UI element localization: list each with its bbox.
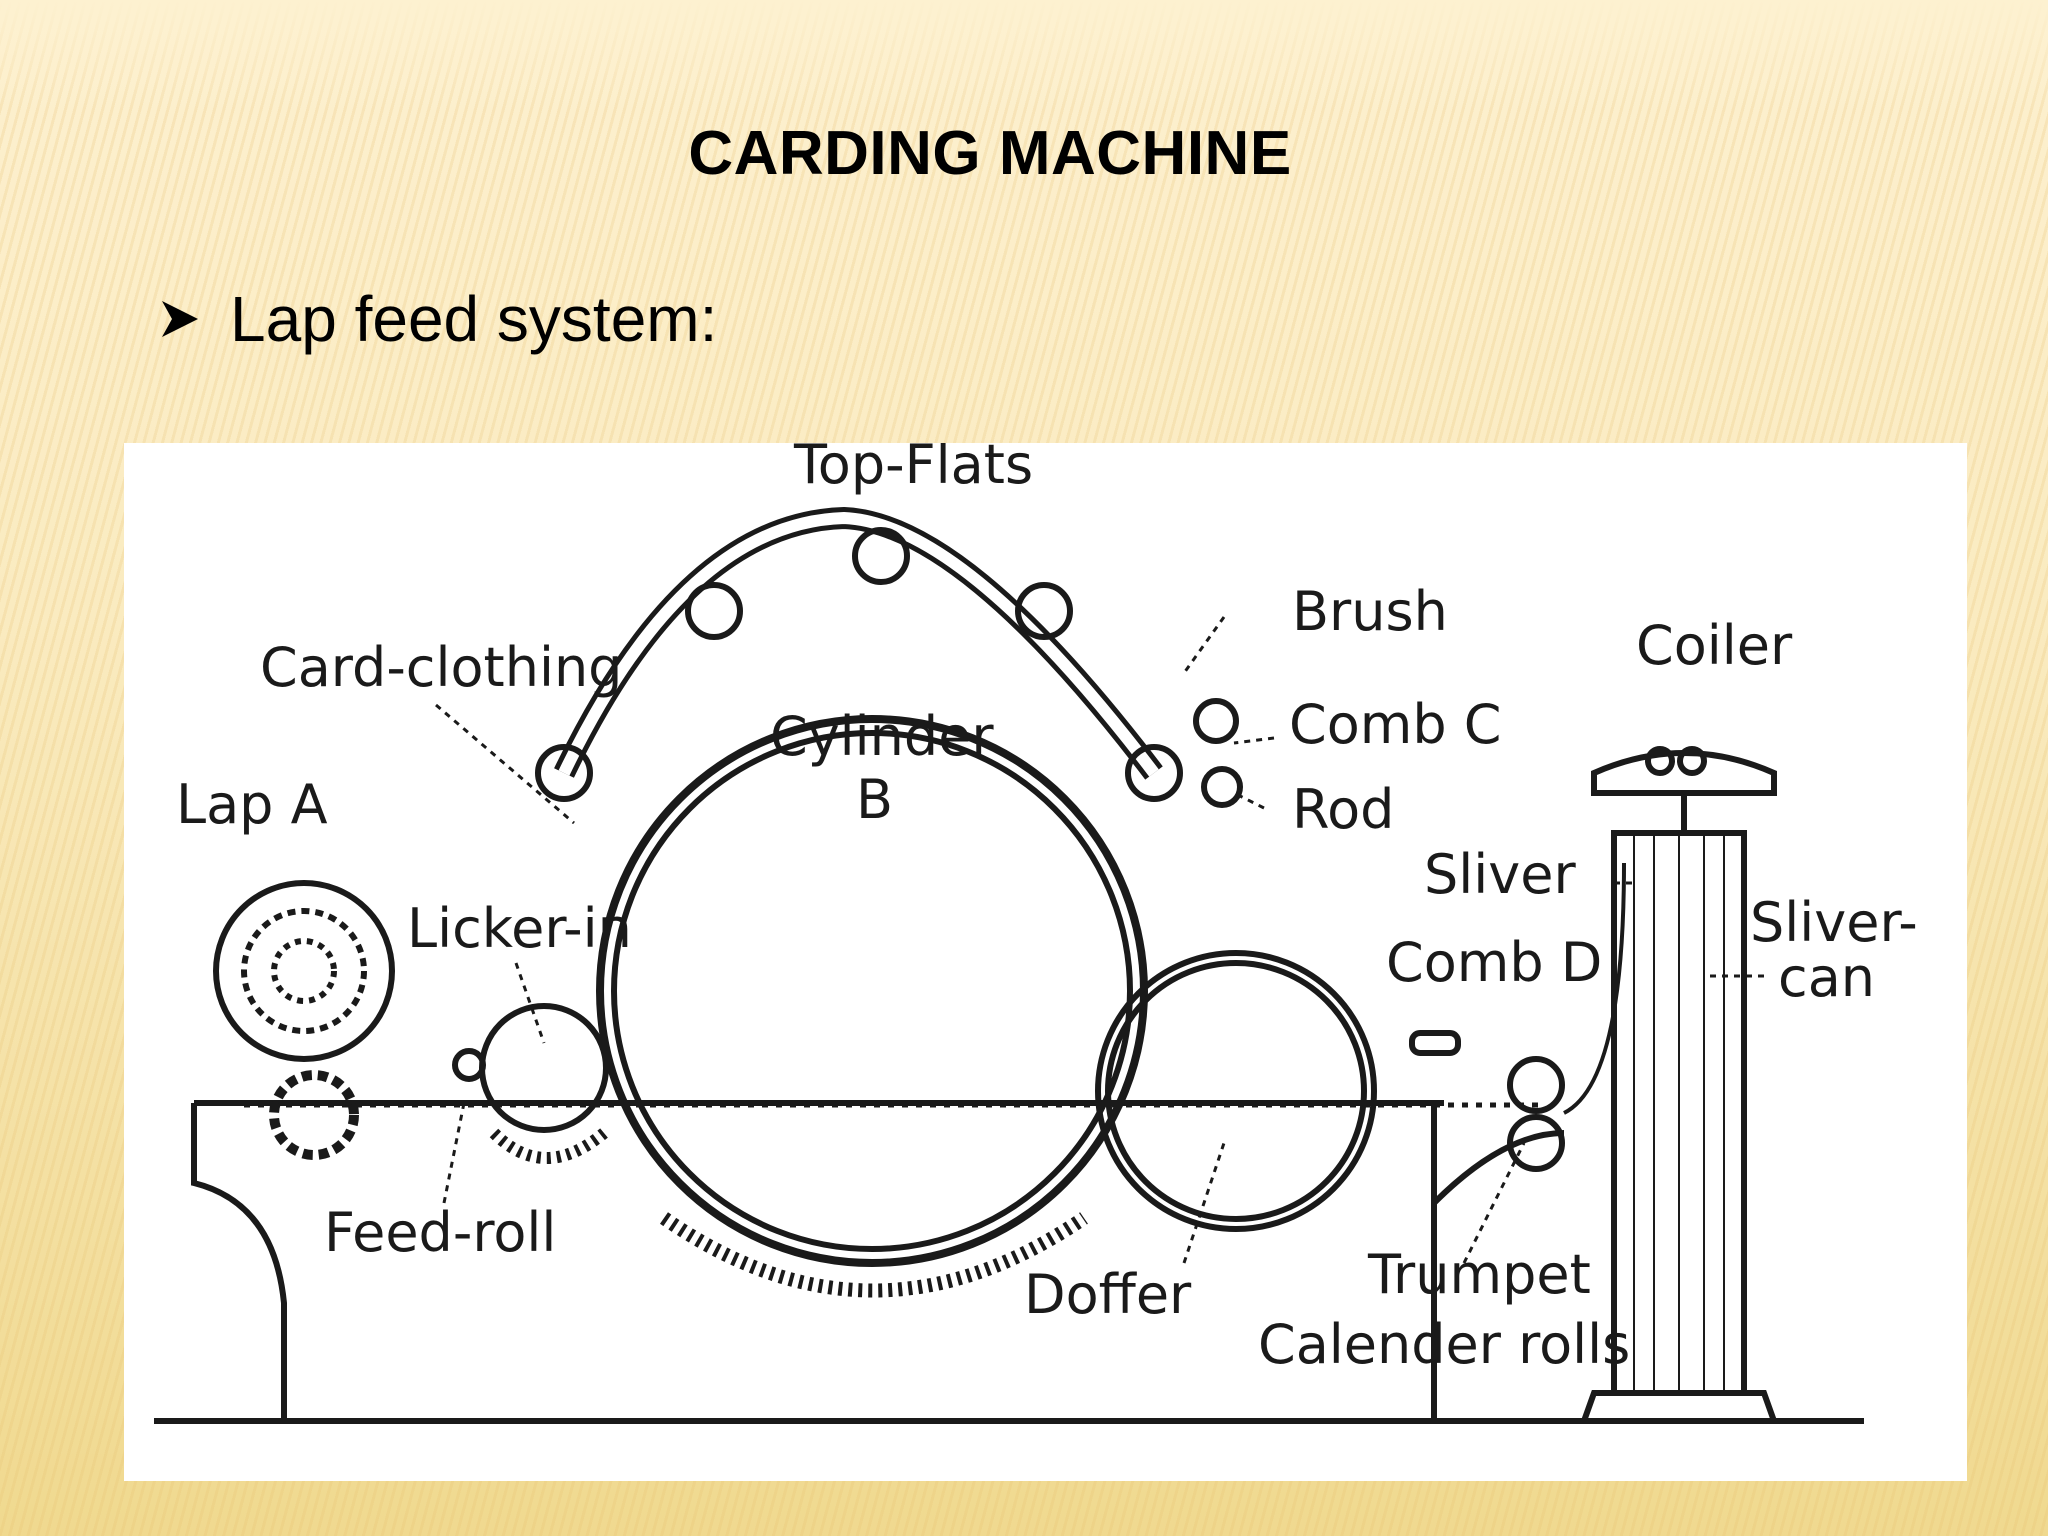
label-sliver-can-2: can bbox=[1778, 946, 1875, 1009]
brush-roller bbox=[1193, 698, 1239, 744]
label-coiler: Coiler bbox=[1636, 614, 1793, 677]
label-licker-in: Licker-in bbox=[407, 897, 632, 960]
sliver-can-base bbox=[1579, 1390, 1779, 1424]
calender-roll-top bbox=[1507, 1056, 1565, 1114]
lap-roll-core bbox=[271, 938, 337, 1004]
frame-left bbox=[191, 1103, 287, 1421]
slide-background-fade bbox=[0, 0, 2048, 110]
label-comb-c: Comb C bbox=[1289, 693, 1502, 756]
rod-roller bbox=[1201, 766, 1243, 808]
label-card-clothing: Card-clothing bbox=[260, 636, 622, 699]
feed-roll bbox=[269, 1070, 359, 1160]
feed-plate-roller bbox=[452, 1048, 486, 1082]
arrow-bullet-icon bbox=[162, 301, 198, 337]
doffer-inner bbox=[1105, 960, 1367, 1222]
flat-roller-2 bbox=[685, 582, 743, 640]
cylinder-inner bbox=[611, 730, 1133, 1252]
label-comb-d: Comb D bbox=[1386, 931, 1602, 994]
label-cylinder-letter: B bbox=[856, 768, 893, 831]
bullet-item: Lap feed system: bbox=[158, 282, 717, 356]
cylinder-teeth bbox=[659, 1212, 1088, 1298]
label-calender-rolls: Calender rolls bbox=[1258, 1313, 1630, 1376]
lap-roll-inner bbox=[241, 908, 367, 1034]
label-top-flats: Top-Flats bbox=[793, 443, 1033, 496]
coiler-head bbox=[1591, 750, 1777, 796]
diagram-svg: Top-Flats Brush Card-clothing Coiler Cyl… bbox=[154, 443, 1918, 1424]
frame-right-curve bbox=[1431, 1130, 1565, 1206]
label-doffer: Doffer bbox=[1024, 1263, 1192, 1326]
label-brush: Brush bbox=[1292, 580, 1448, 643]
doffer-outer bbox=[1095, 950, 1377, 1232]
calender-roll-bottom bbox=[1507, 1114, 1565, 1172]
flat-roller-5 bbox=[1125, 744, 1183, 802]
label-lap-a: Lap A bbox=[176, 773, 328, 836]
coiler-roll-1 bbox=[1645, 746, 1675, 776]
coiler-roll-2 bbox=[1677, 746, 1707, 776]
flat-roller-4 bbox=[1015, 582, 1073, 640]
flat-roller-3 bbox=[852, 527, 910, 585]
label-feed-roll: Feed-roll bbox=[324, 1201, 556, 1264]
label-sliver: Sliver bbox=[1424, 843, 1576, 906]
label-rod: Rod bbox=[1292, 778, 1394, 841]
carding-machine-diagram: Top-Flats Brush Card-clothing Coiler Cyl… bbox=[124, 443, 1967, 1481]
sliver-up bbox=[1563, 862, 1626, 1115]
label-trumpet: Trumpet bbox=[1367, 1243, 1591, 1306]
flat-roller-1 bbox=[535, 744, 593, 802]
licker-in bbox=[479, 1003, 609, 1133]
comb-d bbox=[1409, 1030, 1461, 1056]
label-cylinder: Cylinder bbox=[770, 705, 994, 768]
licker-in-teeth bbox=[489, 1128, 608, 1164]
bullet-text: Lap feed system: bbox=[230, 283, 718, 355]
label-sliver-can: Sliver- bbox=[1750, 891, 1918, 954]
lap-roll bbox=[213, 880, 395, 1062]
slide-title: CARDING MACHINE bbox=[688, 119, 1292, 188]
